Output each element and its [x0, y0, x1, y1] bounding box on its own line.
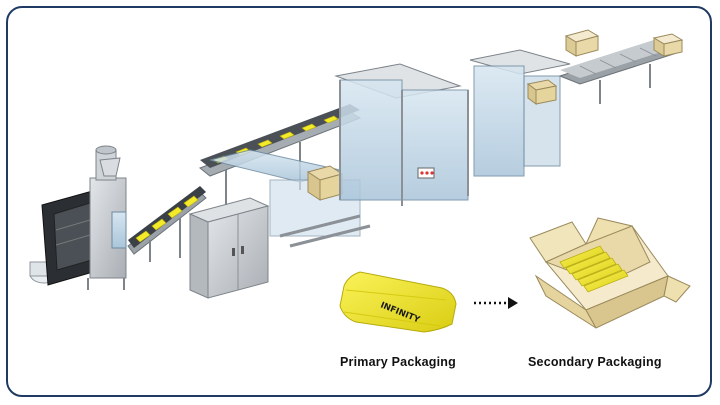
case-sealer: [469, 49, 571, 177]
incline-conveyor: [127, 186, 207, 262]
control-cabinet: [188, 197, 270, 299]
primary-pouch-illustration: [339, 271, 457, 333]
vffs-machine: [29, 145, 127, 290]
output-conveyor: [558, 29, 684, 104]
case-packer: [334, 63, 469, 206]
primary-packaging-label: Primary Packaging: [340, 355, 456, 369]
secondary-carton-illustration: [529, 217, 691, 329]
dotted-arrow-right-icon: [474, 297, 518, 309]
secondary-packaging-label: Secondary Packaging: [528, 355, 662, 369]
